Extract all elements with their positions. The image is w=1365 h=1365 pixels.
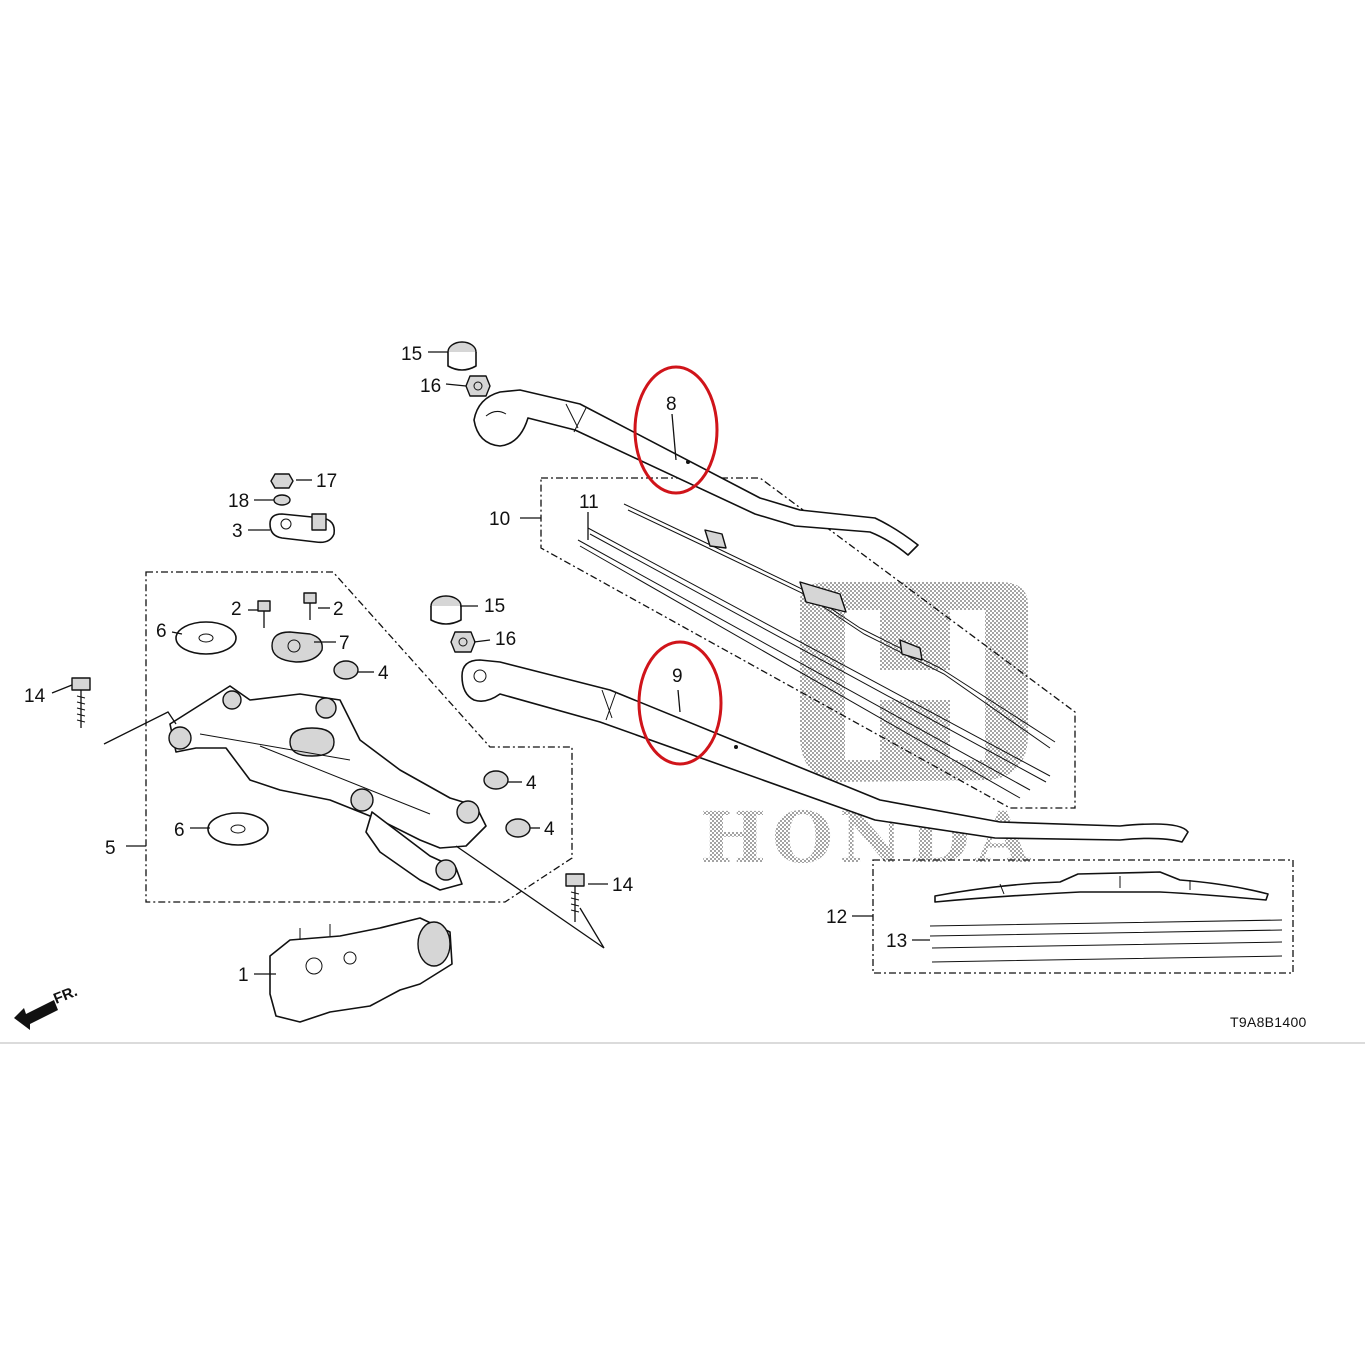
callout-4: 4 xyxy=(526,773,537,794)
grommet-4-b xyxy=(483,770,509,790)
assembly-box-10 xyxy=(540,477,1076,809)
wiper-motor-1 xyxy=(269,917,453,1023)
callout-2: 2 xyxy=(333,599,344,620)
nut-16-upper xyxy=(465,375,491,397)
callout-17: 17 xyxy=(316,471,337,492)
callout-16: 16 xyxy=(495,629,516,650)
diagram-code: T9A8B1400 xyxy=(1230,1014,1307,1030)
bolt-2-right xyxy=(303,592,317,620)
linkage-assembly-5 xyxy=(168,685,487,891)
highlight-circle-8 xyxy=(633,365,719,495)
callout-6: 6 xyxy=(174,820,185,841)
callout-8: 8 xyxy=(666,394,677,415)
callout-11: 11 xyxy=(579,492,599,513)
assembly-box-5 xyxy=(145,571,573,903)
callout-14: 14 xyxy=(24,686,46,707)
nut-16-lower xyxy=(450,631,476,653)
bolt-14-right xyxy=(565,873,585,922)
nut-cap-15-lower xyxy=(430,595,462,625)
callout-2: 2 xyxy=(231,599,242,620)
callout-15: 15 xyxy=(484,596,505,617)
callout-1: 1 xyxy=(238,965,249,986)
callout-5: 5 xyxy=(105,838,116,859)
wiper-arm-9 xyxy=(461,659,1189,843)
highlight-circle-9 xyxy=(637,640,723,766)
callout-12: 12 xyxy=(826,907,847,928)
callout-15: 15 xyxy=(401,344,422,365)
grommet-4-a xyxy=(333,660,359,680)
callout-7: 7 xyxy=(339,633,350,654)
callout-10: 10 xyxy=(489,509,510,530)
link-3 xyxy=(269,513,336,544)
leader-lines xyxy=(51,351,930,975)
callout-6: 6 xyxy=(156,621,167,642)
wiper-blade-assembly-10 xyxy=(577,503,1056,799)
callout-9: 9 xyxy=(672,666,683,687)
front-marker-label: FR. xyxy=(51,983,80,1008)
front-arrow-icon: FR. xyxy=(14,983,80,1030)
callout-16: 16 xyxy=(420,376,441,397)
callout-18: 18 xyxy=(228,491,249,512)
callout-4: 4 xyxy=(544,819,555,840)
callout-3: 3 xyxy=(232,521,243,542)
callout-13: 13 xyxy=(886,931,907,952)
bolt-2-left xyxy=(257,600,271,628)
callout-4: 4 xyxy=(378,663,389,684)
wiper-blade-12 xyxy=(929,871,1283,963)
callout-14: 14 xyxy=(612,875,634,896)
bolt-14-left xyxy=(71,677,91,728)
washer-6-upper xyxy=(175,621,237,655)
nut-cap-15-upper xyxy=(447,341,477,371)
grommet-4-c xyxy=(505,818,531,838)
nut-17 xyxy=(270,473,294,489)
washer-6-lower xyxy=(207,812,269,846)
wiper-arm-8 xyxy=(473,389,919,556)
washer-18 xyxy=(273,494,291,506)
crank-7 xyxy=(271,631,323,663)
